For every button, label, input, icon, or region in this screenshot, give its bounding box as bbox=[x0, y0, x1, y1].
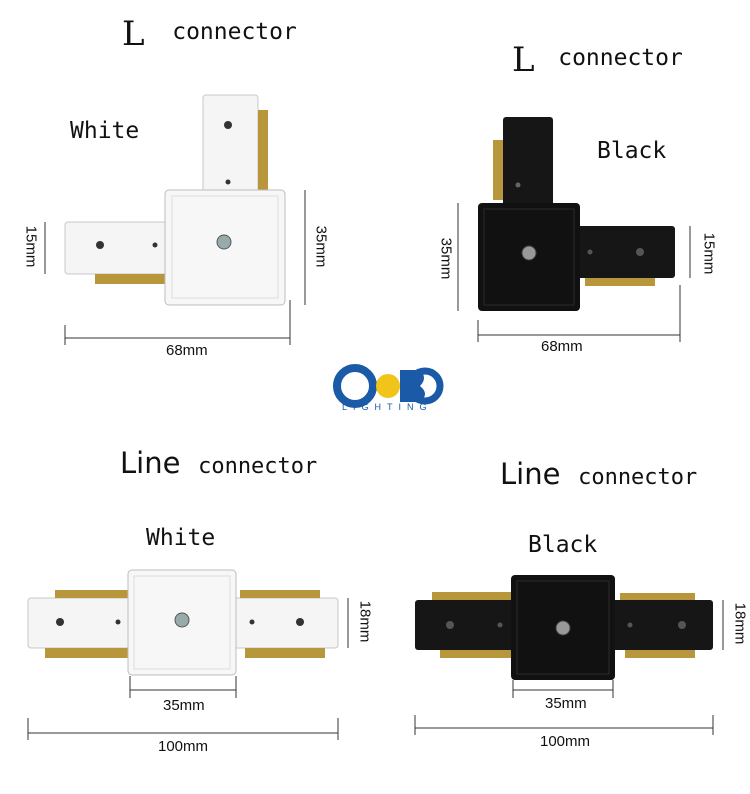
line-black-total-dim: 100mm bbox=[540, 733, 591, 750]
l-black-height-dim-small: 15mm bbox=[700, 232, 718, 275]
line-white-center-dim: 35mm bbox=[163, 697, 205, 714]
l-white-height-dim-large: 35mm bbox=[312, 225, 330, 268]
l-white-connector-image bbox=[44, 94, 306, 345]
line-black-title-small: connector bbox=[578, 465, 698, 490]
l-white-title-word: connector bbox=[172, 19, 297, 45]
line-white-title: Line connector bbox=[120, 446, 317, 480]
line-black-connector-image bbox=[414, 575, 724, 735]
line-black-color-label: Black bbox=[528, 532, 598, 558]
l-black-title-letter: L bbox=[512, 40, 535, 80]
line-black-title: Line connector bbox=[500, 457, 697, 491]
l-white-title: L connector bbox=[122, 14, 297, 54]
logo-subtitle: LIGHTING bbox=[342, 402, 433, 412]
l-white-height-dim-small: 15mm bbox=[22, 225, 40, 268]
l-black-height-dim-large: 35mm bbox=[437, 237, 455, 280]
l-white-color-label: White bbox=[70, 118, 140, 144]
line-white-color-label: White bbox=[146, 525, 216, 551]
l-black-width-dim: 68mm bbox=[541, 338, 583, 355]
l-black-connector-image bbox=[457, 117, 691, 342]
line-white-title-big: Line bbox=[120, 446, 181, 480]
l-white-width-dim: 68mm bbox=[166, 342, 208, 359]
line-white-connector-image bbox=[27, 569, 349, 740]
line-black-height-dim: 18mm bbox=[731, 602, 749, 645]
l-black-title-word: connector bbox=[558, 45, 683, 71]
l-white-title-letter: L bbox=[122, 14, 145, 54]
line-white-total-dim: 100mm bbox=[158, 738, 209, 755]
l-black-title: L connector bbox=[512, 40, 683, 80]
line-black-center-dim: 35mm bbox=[545, 695, 587, 712]
obo-lighting-logo bbox=[333, 364, 444, 408]
l-black-color-label: Black bbox=[597, 138, 667, 164]
line-white-height-dim: 18mm bbox=[356, 600, 374, 643]
line-black-title-big: Line bbox=[500, 457, 561, 491]
line-white-title-small: connector bbox=[198, 454, 318, 479]
